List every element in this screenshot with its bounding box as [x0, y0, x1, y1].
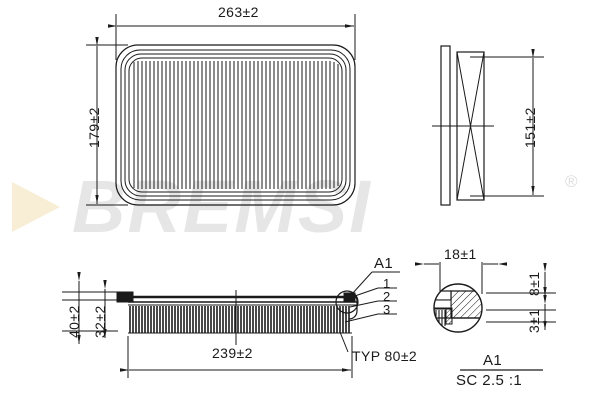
section-view [62, 271, 400, 378]
detail-pocket-lower [434, 299, 452, 309]
leader-2 [349, 300, 379, 308]
detail-section-content [434, 290, 482, 326]
detail-media-strip [445, 307, 453, 325]
play-triangle-icon [12, 182, 60, 232]
watermark-group: BREMSI ® [12, 165, 578, 248]
filter-frame-inner-2 [124, 53, 347, 197]
filter-outer-frame [115, 44, 356, 206]
detail-view-a1 [415, 262, 556, 371]
callout-label-a1: A1 [374, 255, 394, 272]
detail-scale-label: SC 2.5 :1 [456, 372, 523, 389]
dim-label-height-179: 179±2 [86, 107, 102, 148]
filter-frame-inner-1 [120, 49, 351, 201]
leader-a1 [351, 271, 373, 295]
detail-title-a1: A1 [483, 352, 503, 369]
top-view [86, 14, 356, 206]
dim-label-width-263: 263±2 [218, 4, 259, 20]
leader-1 [348, 287, 379, 299]
dim-label-3: 3±1 [526, 308, 542, 333]
registered-mark-icon: ® [565, 172, 578, 191]
dim-label-8: 8±1 [526, 271, 542, 296]
leader-label-1: 1 [383, 276, 391, 291]
callout-circle-a1 [335, 290, 359, 314]
detail-circle-boundary [433, 283, 483, 333]
leader-label-2: 2 [383, 289, 391, 304]
watermark-brand: BREMSI [72, 165, 372, 248]
dim-label-18: 18±1 [444, 246, 477, 262]
dim-label-32: 32±2 [92, 305, 108, 338]
side-view [432, 45, 544, 206]
pleat-teeth [129, 306, 350, 333]
leader-label-3: 3 [383, 302, 391, 317]
dim-label-typ80: TYP 80±2 [352, 348, 418, 364]
leader-3 [344, 313, 379, 323]
pleat-lines-top-view [133, 61, 339, 189]
dim-label-height-151: 151±2 [522, 107, 538, 148]
leader-typ80 [339, 331, 349, 353]
filter-media-border [128, 57, 343, 193]
dim-label-40: 40±2 [66, 305, 82, 338]
dim-label-239: 239±2 [212, 345, 253, 361]
